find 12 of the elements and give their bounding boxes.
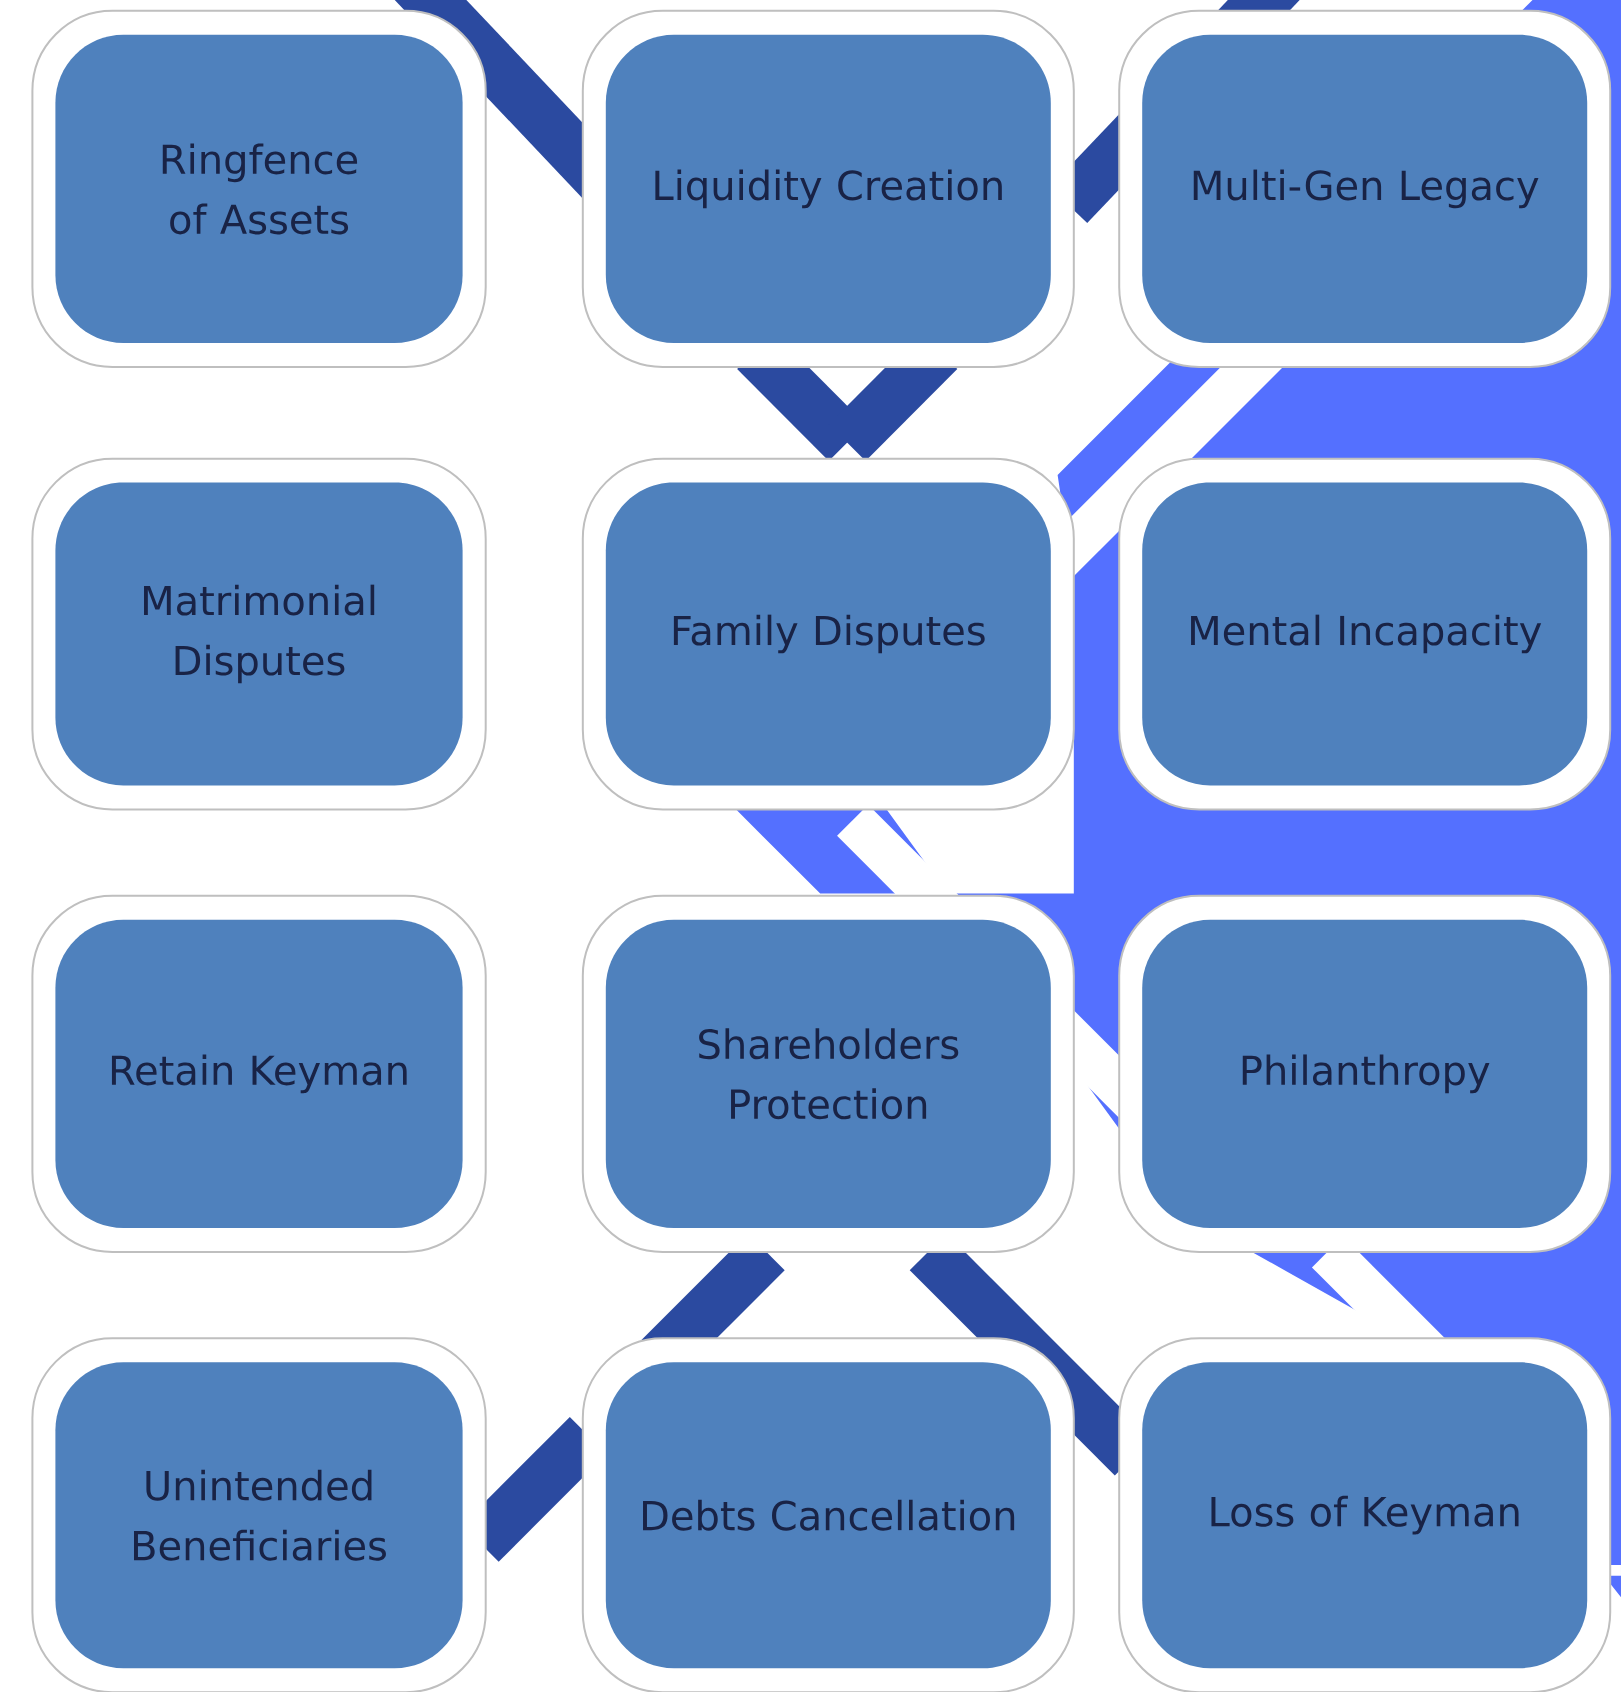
- process-box: Retain Keyman: [31, 894, 487, 1253]
- process-box: Debts Cancellation: [581, 1337, 1075, 1692]
- process-box: Multi-Gen Legacy: [1118, 9, 1612, 368]
- process-box: Loss of Keyman: [1118, 1337, 1612, 1692]
- process-box: Unintended Beneficiaries: [31, 1337, 487, 1692]
- process-box: Philanthropy: [1118, 894, 1612, 1253]
- process-box: Family Disputes: [581, 457, 1075, 811]
- process-box: Liquidity Creation: [581, 9, 1075, 368]
- process-box: Matrimonial Disputes: [31, 457, 487, 811]
- process-box: Mental Incapacity: [1118, 457, 1612, 811]
- process-box: Ringfence of Assets: [31, 9, 487, 368]
- process-box: Shareholders Protection: [581, 894, 1075, 1253]
